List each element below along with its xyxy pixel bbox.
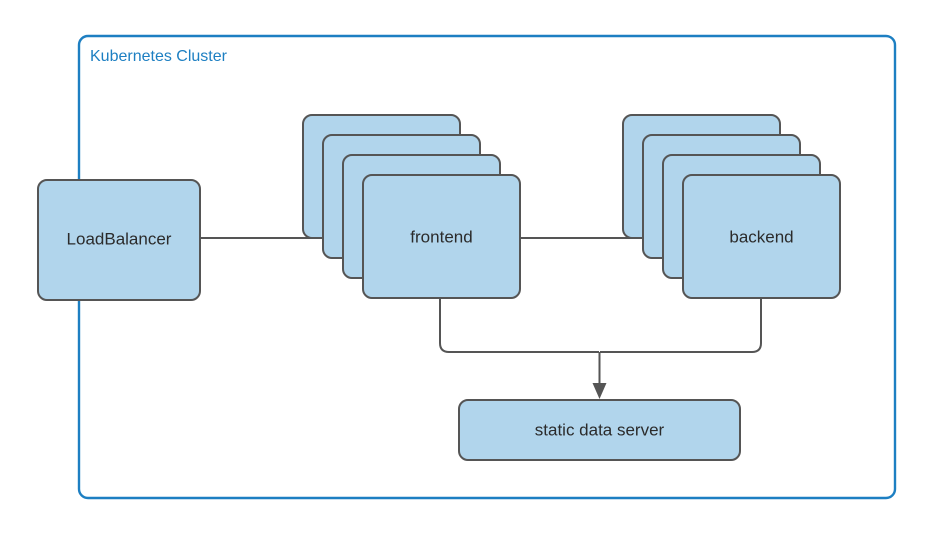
- node-frontend-stack-layer-1: [362, 174, 521, 299]
- arrow-head-icon: [592, 383, 607, 399]
- node-backend[interactable]: backend: [622, 114, 841, 299]
- node-frontend-label: frontend: [410, 227, 472, 246]
- node-loadbalancer[interactable]: LoadBalancer: [37, 179, 201, 301]
- edge-line: [439, 299, 599, 353]
- cluster-label: Kubernetes Cluster: [90, 48, 228, 65]
- edge-junction-to-static-data-server: [592, 352, 607, 399]
- node-static-data-server[interactable]: static data server: [458, 399, 741, 461]
- node-frontend[interactable]: frontend: [302, 114, 521, 299]
- node-loadbalancer-label: LoadBalancer: [67, 229, 172, 248]
- node-static-data-server-shape: [458, 399, 741, 461]
- edge-line: [600, 299, 762, 353]
- edge-frontend-to-static-data-server: [439, 299, 599, 353]
- node-backend-stack-layer-1: [682, 174, 841, 299]
- node-loadbalancer-shape: [37, 179, 201, 301]
- node-backend-label: backend: [729, 227, 793, 246]
- node-static-data-server-label: static data server: [535, 420, 665, 439]
- edge-backend-to-static-data-server: [600, 299, 762, 353]
